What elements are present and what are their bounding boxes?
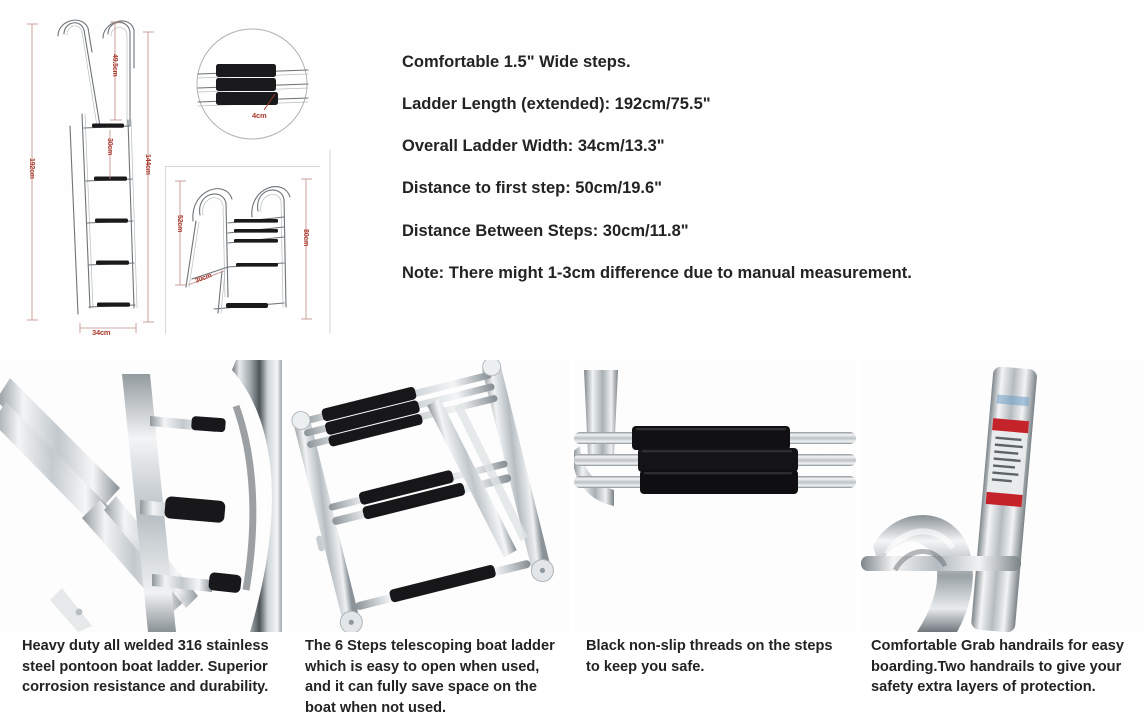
spec-line: Distance Between Steps: 30cm/11.8"	[402, 221, 689, 240]
photo-caption-row: Heavy duty all welded 316 stainless stee…	[0, 636, 1147, 718]
specifications-section: 49.5cm 192cm 30cm 144cm 34cm	[0, 0, 1147, 352]
dim-label-80cm: 80cm	[302, 229, 309, 246]
technical-diagram-area: 49.5cm 192cm 30cm 144cm 34cm	[0, 0, 350, 352]
dim-label-30cm-step: 30cm	[106, 138, 113, 155]
dim-label-49-5cm: 49.5cm	[111, 54, 118, 77]
extended-ladder-drawing: 49.5cm 192cm 30cm 144cm 34cm	[22, 8, 172, 338]
non-slip-tread-photo	[574, 360, 856, 632]
spec-line: Ladder Length (extended): 192cm/75.5"	[402, 95, 711, 114]
photo-caption: Heavy duty all welded 316 stainless stee…	[22, 638, 269, 696]
photo-caption: The 6 Steps telescoping boat ladder whic…	[305, 638, 555, 717]
spec-line: Distance to first step: 50cm/19.6"	[402, 179, 663, 198]
caption-cell: Heavy duty all welded 316 stainless stee…	[0, 636, 282, 718]
specification-list: Comfortable 1.5" Wide steps. Ladder Leng…	[402, 52, 1122, 283]
dim-label-192cm: 192cm	[28, 158, 35, 179]
dim-label-30cm-depth: 30cm	[194, 272, 212, 285]
photo-caption: Black non-slip threads on the steps to k…	[586, 638, 833, 675]
spec-line: Overall Ladder Width: 34cm/13.3"	[402, 137, 665, 156]
dim-label-4cm: 4cm	[252, 111, 267, 120]
spec-line: Note: There might 1-3cm difference due t…	[402, 263, 912, 282]
dim-label-144cm: 144cm	[144, 154, 151, 175]
dim-label-34cm: 34cm	[92, 328, 111, 337]
product-photo-row	[0, 360, 1147, 632]
caption-cell: Black non-slip threads on the steps to k…	[574, 636, 856, 718]
caption-cell: The 6 Steps telescoping boat ladder whic…	[287, 636, 569, 718]
welded-joint-photo	[0, 360, 282, 632]
dim-label-52cm: 52cm	[176, 215, 183, 232]
folded-ladder-drawing: 52cm 80cm 30cm	[165, 166, 320, 334]
folded-ladder-photo	[287, 360, 569, 632]
step-tread-detail: 4cm	[190, 26, 315, 148]
handrail-photo	[861, 360, 1143, 632]
spec-line: Comfortable 1.5" Wide steps.	[402, 53, 631, 71]
diagram-divider	[329, 150, 331, 334]
caption-cell: Comfortable Grab handrails for easy boar…	[861, 636, 1143, 718]
photo-caption: Comfortable Grab handrails for easy boar…	[871, 638, 1125, 696]
